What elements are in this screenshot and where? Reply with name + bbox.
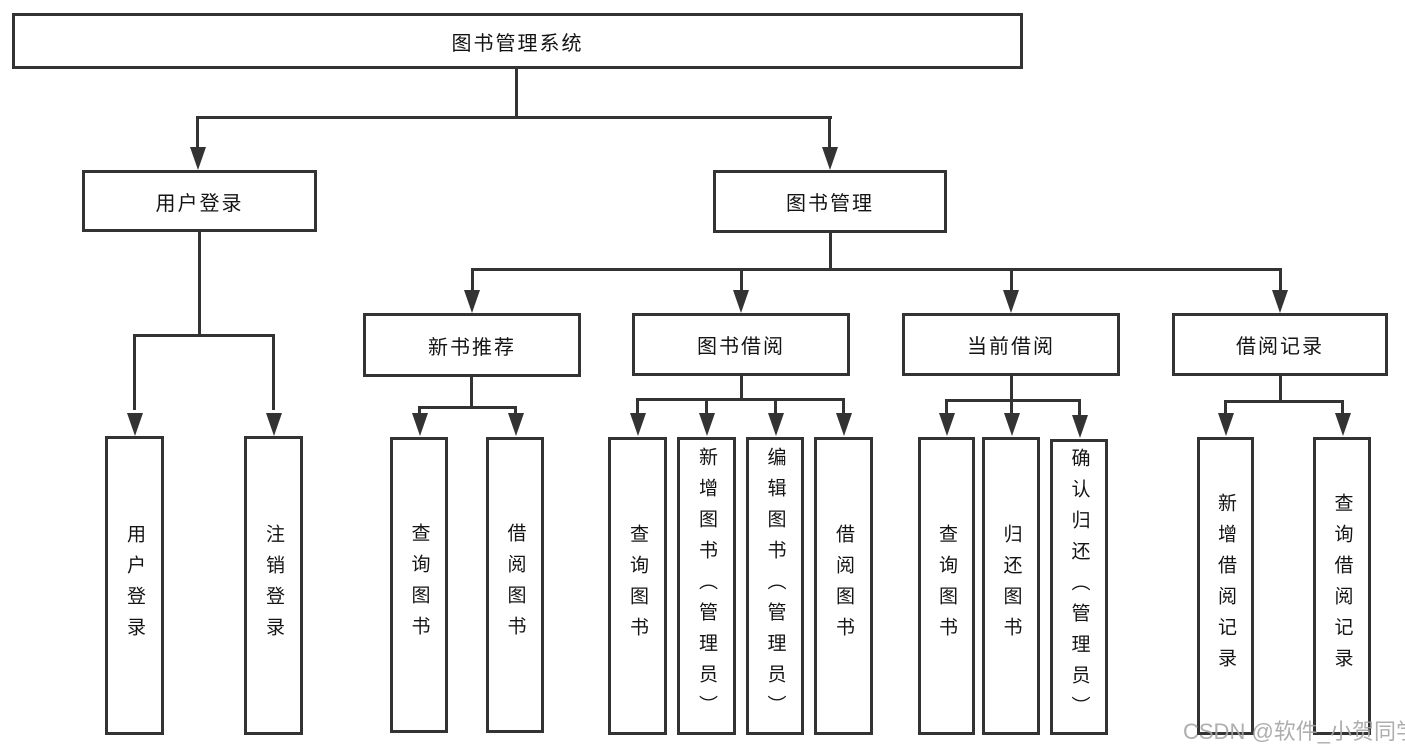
arrow-down-icon (1004, 413, 1020, 436)
edge-to-user-login (196, 116, 199, 150)
leaf-user-login-label: 用户登录 (124, 523, 145, 648)
leaf-borrow-books-recommend: 借阅图书 (486, 437, 544, 733)
arrow-down-icon (412, 413, 428, 436)
leaf-label: 查询图书 (408, 523, 430, 647)
node-root-label: 图书管理系统 (451, 32, 584, 55)
node-new-book-recommend-label: 新书推荐 (428, 336, 516, 359)
edge-to-borrow-records (1279, 268, 1282, 293)
edge-to-leaf (842, 398, 845, 416)
node-current-borrow: 当前借阅 (902, 313, 1120, 376)
leaf-confirm-return-admin: 确认归还（管理员） (1050, 439, 1108, 735)
leaf-return-books: 归还图书 (982, 437, 1040, 735)
arrow-down-icon (822, 147, 838, 170)
arrow-down-icon (1003, 290, 1019, 313)
edge-user-login-stem (198, 232, 201, 337)
leaf-label: 确认归还（管理员） (1068, 447, 1090, 727)
edge-book-management-crossbar (471, 268, 1282, 271)
leaf-add-books-admin: 新增图书（管理员） (677, 437, 736, 735)
edge-current-borrow-crossbar (945, 399, 1081, 402)
arrow-down-icon (266, 413, 282, 436)
arrow-down-icon (1072, 415, 1088, 438)
edge-to-leaf (514, 406, 517, 416)
leaf-add-borrow-record: 新增借阅记录 (1197, 437, 1254, 735)
leaf-borrow-books: 借阅图书 (814, 437, 873, 735)
leaf-query-books-recommend: 查询图书 (390, 437, 448, 733)
edge-book-borrow-crossbar (636, 398, 845, 401)
arrow-down-icon (630, 413, 646, 436)
arrow-down-icon (768, 413, 784, 436)
edge-to-current-borrow (1010, 268, 1013, 293)
edge-to-leaf (774, 398, 777, 416)
leaf-logout: 注销登录 (244, 436, 303, 735)
arrow-down-icon (733, 290, 749, 313)
node-user-login: 用户登录 (82, 170, 317, 232)
node-borrow-records-label: 借阅记录 (1236, 336, 1324, 358)
edge-to-book-management (828, 116, 831, 150)
node-book-borrow-label: 图书借阅 (697, 336, 785, 358)
leaf-edit-books-admin: 编辑图书（管理员） (746, 437, 804, 735)
leaf-label: 新增图书（管理员） (696, 446, 717, 726)
edge-to-leaf (1010, 399, 1013, 416)
edge-to-leaf-login (133, 334, 136, 410)
leaf-user-login: 用户登录 (105, 436, 164, 735)
arrow-down-icon (127, 413, 143, 436)
edge-user-login-crossbar (133, 334, 275, 337)
edge-new-book-stem (470, 377, 473, 409)
edge-to-leaf (418, 406, 421, 416)
edge-current-borrow-stem (1010, 376, 1013, 402)
edge-book-management-stem (829, 233, 832, 271)
leaf-label: 新增借阅记录 (1215, 493, 1236, 679)
leaf-label: 编辑图书（管理员） (764, 446, 786, 726)
arrow-down-icon (190, 147, 206, 170)
edge-to-book-borrow (740, 268, 743, 293)
leaf-label: 归还图书 (1000, 524, 1022, 648)
edge-new-book-crossbar (418, 406, 517, 409)
edge-to-leaf (945, 399, 948, 416)
node-book-management: 图书管理 (713, 170, 947, 233)
edge-root-stem (515, 68, 518, 118)
node-borrow-records: 借阅记录 (1172, 313, 1388, 376)
node-user-login-label: 用户登录 (155, 192, 244, 215)
leaf-logout-label: 注销登录 (263, 523, 284, 648)
arrow-down-icon (464, 290, 480, 313)
csdn-watermark: CSDN @软件_小贺同学 (1183, 719, 1405, 744)
edge-root-crossbar (197, 116, 832, 119)
arrow-down-icon (836, 413, 852, 436)
node-book-borrow: 图书借阅 (632, 313, 850, 376)
arrow-down-icon (1335, 413, 1351, 436)
leaf-label: 借阅图书 (833, 524, 854, 648)
leaf-query-borrow-record: 查询借阅记录 (1313, 437, 1371, 735)
edge-to-leaf-logout (272, 334, 275, 410)
arrow-down-icon (939, 413, 955, 436)
edge-to-leaf (636, 398, 639, 416)
node-current-borrow-label: 当前借阅 (967, 336, 1055, 358)
node-book-management-label: 图书管理 (786, 193, 874, 215)
edge-borrow-records-crossbar (1224, 400, 1344, 403)
edge-borrow-records-stem (1279, 376, 1282, 403)
leaf-label: 借阅图书 (504, 523, 526, 647)
edge-book-borrow-stem (740, 376, 743, 401)
edge-to-leaf (705, 398, 708, 416)
arrow-down-icon (508, 413, 524, 436)
leaf-label: 查询图书 (627, 524, 648, 648)
node-root: 图书管理系统 (12, 13, 1023, 69)
node-new-book-recommend: 新书推荐 (363, 313, 581, 377)
edge-to-new-book (471, 268, 474, 293)
leaf-label: 查询借阅记录 (1331, 493, 1353, 679)
edge-to-leaf (1224, 400, 1227, 416)
arrow-down-icon (1218, 413, 1234, 436)
leaf-label: 查询图书 (936, 524, 957, 648)
leaf-query-books-borrow: 查询图书 (608, 437, 667, 735)
leaf-query-books-current: 查询图书 (918, 437, 975, 735)
arrow-down-icon (699, 413, 715, 436)
edge-to-leaf (1078, 399, 1081, 416)
arrow-down-icon (1272, 290, 1288, 313)
edge-to-leaf (1341, 400, 1344, 416)
